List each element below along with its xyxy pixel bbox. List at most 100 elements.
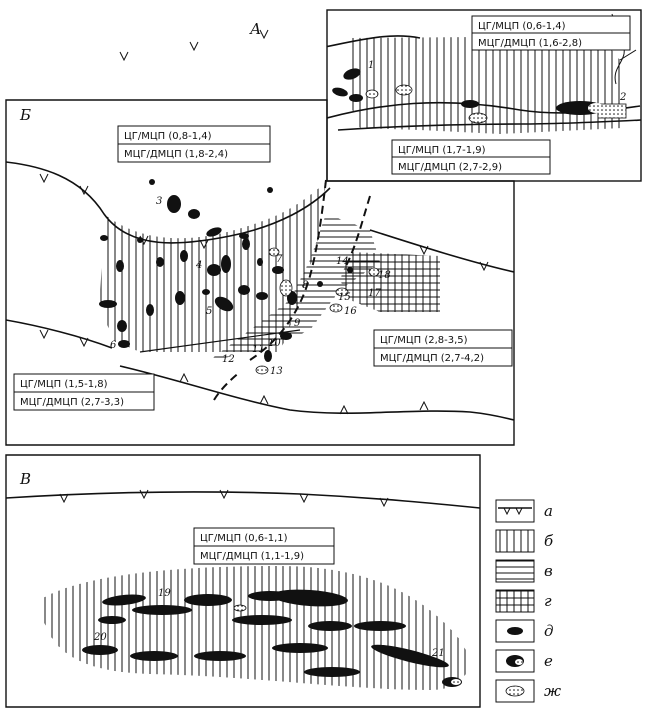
svg-text:ЦГ/МЦП (0,6-1,4): ЦГ/МЦП (0,6-1,4) <box>478 21 566 32</box>
lens-black <box>149 179 155 185</box>
thrust-teeth <box>59 489 389 508</box>
panel-a-letter: А <box>249 20 261 38</box>
lens-dotted <box>468 112 488 124</box>
legend-key: е <box>544 652 553 670</box>
site-number: 8 <box>302 280 308 291</box>
lens-black <box>272 643 328 653</box>
legend-key: ж <box>544 682 561 700</box>
lens-black-dotted <box>272 266 284 274</box>
lens-black <box>256 292 268 300</box>
svg-text:ЦГ/МЦП (1,5-1,8): ЦГ/МЦП (1,5-1,8) <box>20 379 108 390</box>
lens-dotted <box>268 247 280 257</box>
svg-text:ЦГ/МЦП (0,8-1,4): ЦГ/МЦП (0,8-1,4) <box>124 131 212 142</box>
lens-black <box>214 296 234 312</box>
panel-b-horizontal-hatch-zone <box>210 214 380 360</box>
site-number: 11 <box>252 344 265 355</box>
lens-black <box>304 667 360 677</box>
lens-dotted <box>368 267 380 277</box>
lens-black <box>100 235 108 241</box>
lens-black <box>461 100 479 108</box>
lens-dotted <box>255 365 269 375</box>
panel-v-ratio-label-1: ЦГ/МЦП (0,6-1,1) МЦГ/ДМЦП (1,1-1,9) <box>193 527 335 565</box>
panel-b-ratio-label-1: ЦГ/МЦП (0,8-1,4) МЦГ/ДМЦП (1,8-2,4) <box>117 125 271 163</box>
lens-black <box>202 289 210 295</box>
legend-key: г <box>544 592 552 610</box>
lens-black <box>332 87 348 97</box>
panel-b-site-numbers: 3 4 5 6 7 8 9 10 11 12 13 14 15 16 17 18 <box>110 196 391 377</box>
site-number: 19 <box>158 588 171 599</box>
lens-black <box>238 285 250 295</box>
lens-black <box>156 257 164 267</box>
legend-item-a: а <box>495 499 553 523</box>
site-number: 13 <box>270 366 283 377</box>
lens-black <box>232 615 292 625</box>
lens-black <box>267 187 273 193</box>
legend-item-e: е <box>495 649 553 673</box>
panel-v-letter: В <box>19 470 31 488</box>
lens-black <box>98 616 126 624</box>
panel-b-thrust-west <box>6 319 113 349</box>
lens-black <box>184 594 232 606</box>
lens-black <box>102 594 146 606</box>
lens-black <box>347 267 353 273</box>
legend-key: в <box>544 562 553 580</box>
legend-key: б <box>544 532 554 550</box>
lens-dotted <box>233 604 247 612</box>
lens-dotted <box>279 279 293 297</box>
lens-dotted <box>365 89 379 99</box>
svg-text:ЦГ/МЦП (2,8-3,5): ЦГ/МЦП (2,8-3,5) <box>380 335 468 346</box>
site-number: 17 <box>368 288 381 299</box>
lens-black <box>117 320 127 332</box>
lens-black <box>239 233 249 239</box>
lens-black <box>167 195 181 213</box>
site-number: 12 <box>222 354 235 365</box>
panel-a: А ЦГ/МЦП (0,6-1,4) МЦГ/ДМЦП (1,6-2,8) ЦГ… <box>249 9 642 182</box>
lens-black <box>146 304 154 316</box>
lens-dotted <box>329 303 343 313</box>
site-number: 16 <box>344 306 357 317</box>
svg-text:МЦГ/ДМЦП (1,1-1,9): МЦГ/ДМЦП (1,1-1,9) <box>200 551 304 562</box>
legend-item-zh: ж <box>495 679 561 703</box>
lens-black <box>116 260 124 272</box>
site-number: 7 <box>276 254 283 265</box>
lens-black <box>82 645 118 655</box>
svg-text:МЦГ/ДМЦП (2,7-3,3): МЦГ/ДМЦП (2,7-3,3) <box>20 397 124 408</box>
lens-black <box>194 651 246 661</box>
panel-a-thrust-upper <box>327 35 421 48</box>
lens-black <box>317 281 323 287</box>
lens-black <box>99 300 117 308</box>
site-number: 10 <box>268 338 281 349</box>
lens-black <box>130 651 178 661</box>
panel-b-fault-dashed <box>249 179 371 361</box>
site-number: 21 <box>431 648 445 659</box>
lens-black <box>207 264 221 276</box>
panel-v-frame <box>5 454 481 708</box>
svg-text:МЦГ/ДМЦП (1,6-2,8): МЦГ/ДМЦП (1,6-2,8) <box>478 38 582 49</box>
svg-text:МЦГ/ДМЦП (2,7-4,2): МЦГ/ДМЦП (2,7-4,2) <box>380 353 484 364</box>
panel-b-thrust-east <box>369 229 514 273</box>
legend-item-d: д <box>495 619 554 643</box>
panel-a-ratio-label-1: ЦГ/МЦП (0,6-1,4) МЦГ/ДМЦП (1,6-2,8) <box>471 15 631 51</box>
legend-item-g: г <box>495 589 552 613</box>
panel-a-vertical-hatch-zone <box>350 36 622 134</box>
svg-text:МЦГ/ДМЦП (1,8-2,4): МЦГ/ДМЦП (1,8-2,4) <box>124 149 228 160</box>
lens-black <box>180 250 188 262</box>
site-number: 18 <box>378 270 391 281</box>
site-number: 5 <box>206 306 212 317</box>
lens-black-dotted-spot <box>451 679 461 685</box>
lens-black <box>280 332 292 340</box>
legend-key: д <box>544 622 554 640</box>
panel-b-fault-dashed-south <box>213 371 241 401</box>
panel-v-vertical-hatch-zone <box>40 566 469 690</box>
lens-black <box>188 209 200 219</box>
panel-b-thrust-upper <box>6 161 331 244</box>
lens-black <box>175 291 185 305</box>
panel-a-ratio-label-2: ЦГ/МЦП (1,7-1,9) МЦГ/ДМЦП (2,7-2,9) <box>391 139 551 175</box>
legend-item-b: б <box>495 529 554 553</box>
lens-black <box>308 621 352 631</box>
lens-black <box>257 258 263 266</box>
lens-black <box>206 227 222 237</box>
lens-dotted <box>335 287 349 297</box>
site-number: 4 <box>195 260 202 271</box>
